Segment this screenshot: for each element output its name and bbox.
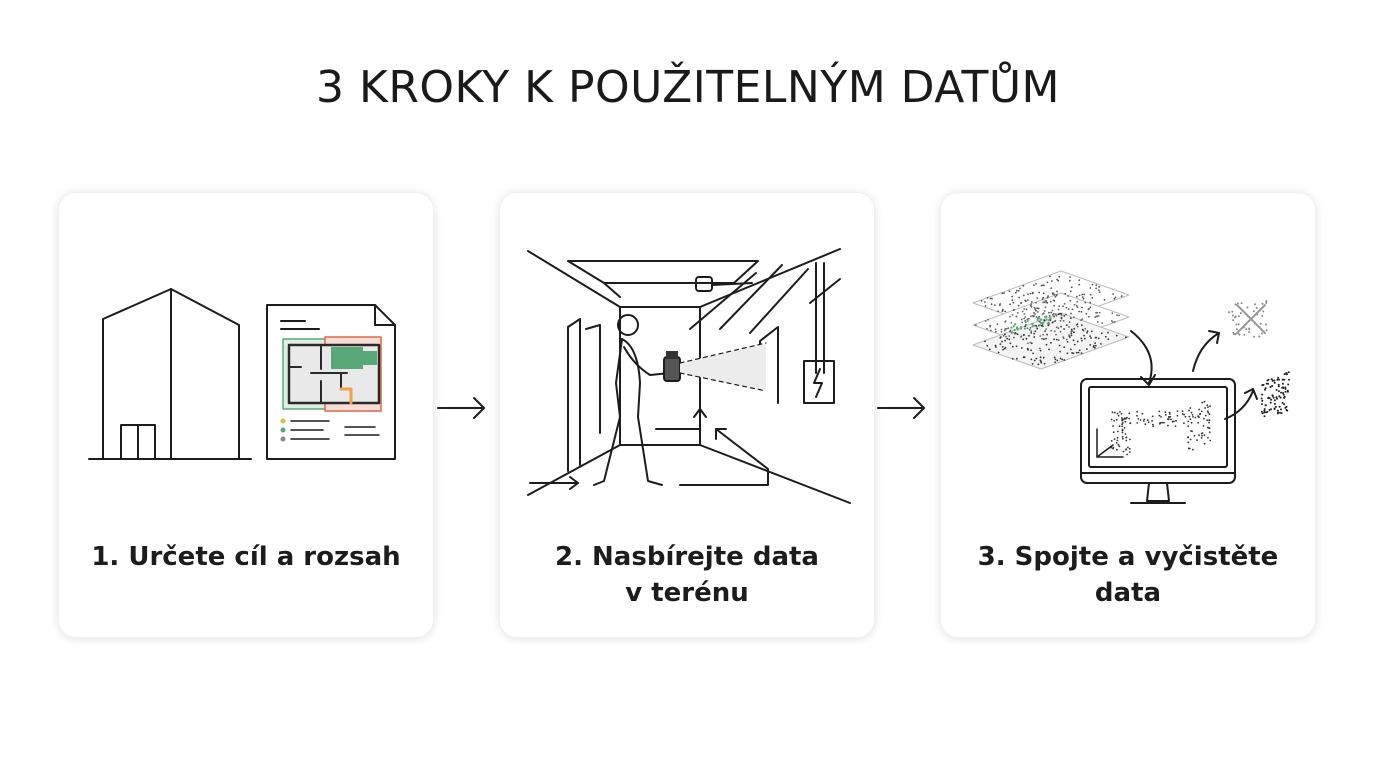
step-card-3: 3. Spojte a vyčistěte data	[940, 192, 1316, 638]
step-label-3: 3. Spojte a vyčistěte data	[977, 542, 1279, 608]
step-label-2: 2. Nasbírejte data v terénu	[555, 542, 819, 608]
building-and-floorplan-icon	[88, 288, 396, 460]
step-card-1: 1. Určete cíl a rozsah	[58, 192, 434, 638]
arrow-right-icon	[437, 397, 485, 419]
point-cloud-monitor-icon	[972, 270, 1290, 504]
arrow-right-icon	[877, 397, 925, 419]
page-title: 3 KROKY K POUŽITELNÝM DATŮM	[315, 62, 1060, 113]
person-scanning-corridor-icon	[527, 248, 851, 504]
step-label-1: 1. Určete cíl a rozsah	[91, 542, 401, 572]
step-card-2: 2. Nasbírejte data v terénu	[499, 192, 875, 638]
